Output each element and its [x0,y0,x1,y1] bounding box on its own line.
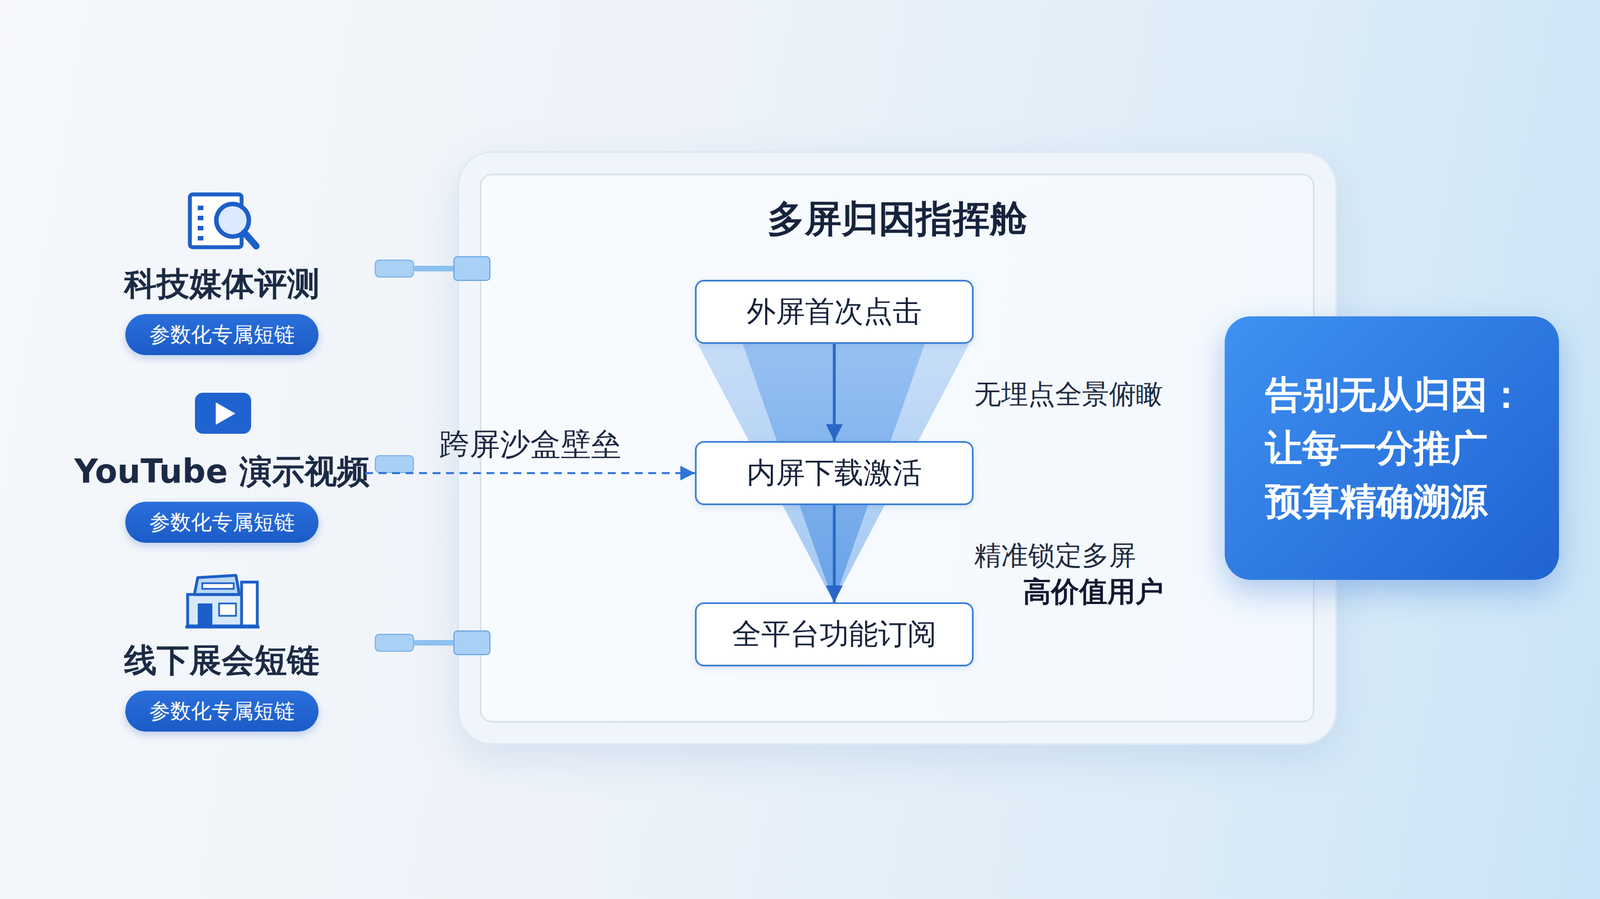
callout-box: 告别无从归因： 让每一分推广 预算精确溯源 [1224,316,1559,580]
icon-bullet [197,235,204,241]
plug-socket [453,256,490,281]
icon-bullet [197,215,204,221]
connector [365,471,695,475]
expo-icon [185,575,260,627]
icon-roof [194,575,240,595]
icon-handle [244,232,257,247]
source-node: YouTube 演示视频参数化专属短链 [78,451,366,543]
icon-play [215,402,236,425]
icon-hall [187,594,257,626]
icon-tower [241,582,258,626]
icon-frame [194,392,252,434]
plug-connector [375,630,490,655]
icon-bullet [197,225,204,231]
connector [833,505,836,603]
connector [833,343,836,442]
step-box: 外屏首次点击 [694,279,974,344]
link-pill: 参数化专属短链 [125,314,319,356]
link-pill: 参数化专属短链 [125,690,319,732]
connector-label: 跨屏沙盒壁垒 [439,424,622,466]
plug-tip [375,634,414,652]
step-label: 外屏首次点击 [746,292,922,332]
icon-window [219,603,236,616]
annotation: 高价值用户 [1023,573,1164,611]
plug-connector [375,455,414,473]
step-label: 内屏下载激活 [746,453,922,493]
funnel-inner [742,343,925,603]
panel-title: 多屏归因指挥舱 [458,197,1336,241]
plug-connector [375,256,490,281]
icon-ground [185,625,260,629]
review-icon [189,194,257,248]
source-node: 科技媒体评测参数化专属短链 [78,264,366,356]
annotation: 精准锁定多屏 [974,537,1136,574]
icon-banner [202,583,234,589]
link-pill: 参数化专属短链 [125,501,319,543]
callout-text: 告别无从归因： 让每一分推广 预算精确溯源 [1265,367,1558,529]
source-node: 线下展会短链参数化专属短链 [78,640,366,732]
source-title: YouTube 演示视频 [74,451,370,492]
step-label: 全平台功能订阅 [732,614,937,654]
icon-door [197,603,213,626]
plug-tip [375,260,414,277]
icon-bullet [197,205,204,211]
icon-page [189,194,242,248]
icon-lens [216,203,249,237]
step-box: 全平台功能订阅 [694,602,974,667]
video-icon [194,392,252,434]
annotation: 无埋点全景俯瞰 [974,376,1163,413]
plug-wire [413,639,456,646]
plug-socket [453,630,490,655]
source-title: 科技媒体评测 [124,264,320,304]
plug-wire [413,265,456,272]
source-title: 线下展会短链 [124,640,320,680]
plug-tip [375,455,414,473]
step-box: 内屏下载激活 [694,441,974,506]
funnel-outer [697,343,970,603]
